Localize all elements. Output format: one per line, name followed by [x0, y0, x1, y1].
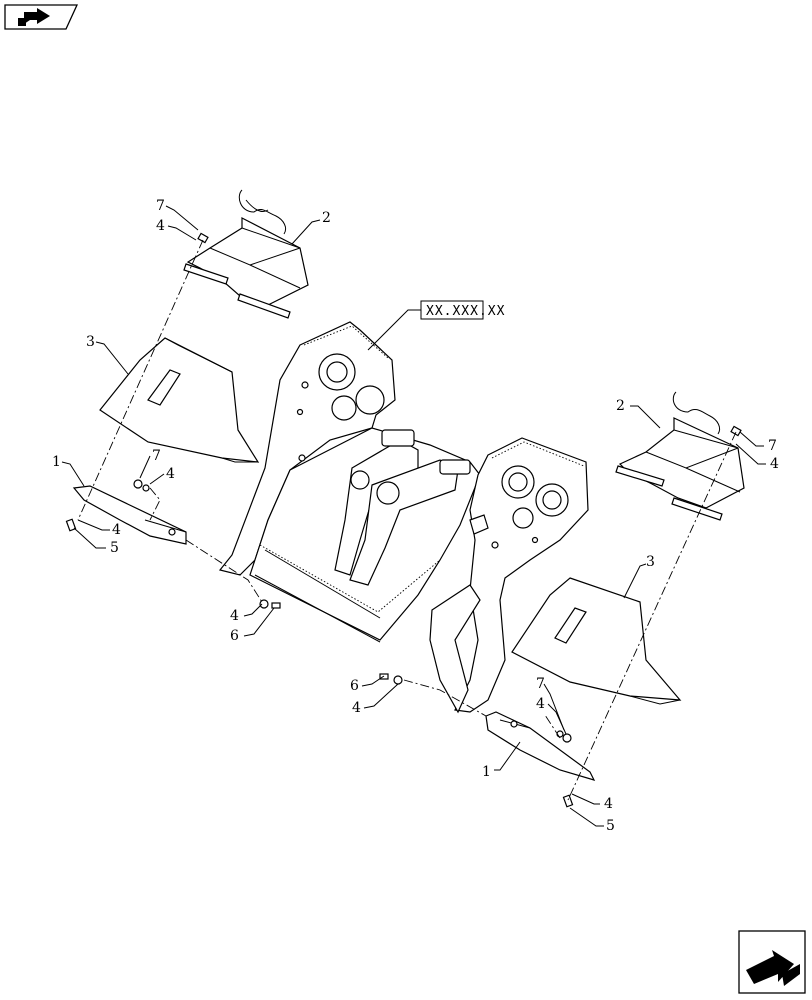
part-1-left: [72, 485, 187, 545]
loader-frame: [218, 321, 589, 714]
leader-lines: [61, 205, 766, 827]
callout-3: 3: [86, 334, 95, 350]
callout-7: 7: [536, 676, 545, 692]
previous-page-button[interactable]: [4, 4, 79, 30]
hardware: [65, 232, 742, 808]
callout-6: 6: [230, 628, 239, 644]
callout-4: 4: [230, 608, 239, 624]
callout-2: 2: [616, 398, 625, 414]
previous-page-icon: [4, 4, 79, 30]
part-2-right: [615, 391, 745, 521]
callout-4: 4: [352, 700, 361, 716]
callout-4: 4: [536, 696, 545, 712]
next-page-icon: [738, 930, 806, 994]
part-3-right: [511, 577, 682, 705]
callout-6: 6: [350, 678, 359, 694]
reference-callout[interactable]: XX.XXX.XX: [367, 300, 505, 351]
callout-4: 4: [166, 466, 175, 482]
callout-7: 7: [156, 198, 165, 214]
reference-code: XX.XXX.XX: [426, 304, 505, 319]
part-3-left: [99, 337, 260, 463]
next-page-button[interactable]: [738, 930, 806, 994]
callout-7: 7: [152, 448, 161, 464]
callout-2: 2: [322, 210, 331, 226]
callout-5: 5: [606, 818, 615, 834]
callout-1: 1: [52, 454, 61, 470]
callout-labels: 7 4 2 3 1 7 4 4 5 4 6 6 4 7 4 1 4 5 2 7 …: [52, 198, 779, 834]
callout-1: 1: [482, 764, 491, 780]
part-2-left: [183, 189, 309, 319]
callout-7: 7: [768, 438, 777, 454]
callout-4: 4: [156, 218, 165, 234]
callout-4: 4: [604, 796, 613, 812]
callout-5: 5: [110, 540, 119, 556]
callout-3: 3: [646, 554, 655, 570]
callout-4: 4: [112, 522, 121, 538]
assembly-lines: [77, 239, 737, 801]
part-1-right: [485, 711, 596, 781]
callout-4: 4: [770, 456, 779, 472]
